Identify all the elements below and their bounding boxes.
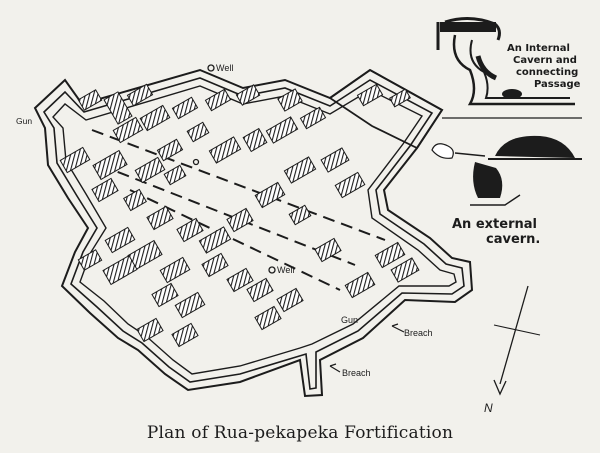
- hut-block: [102, 254, 138, 286]
- north-arrow-icon: [493, 285, 541, 396]
- hut-block: [299, 106, 327, 130]
- upper-right-redoubt: [328, 68, 444, 150]
- breach-lower-arrow: [329, 363, 341, 373]
- diagram-caption: Plan of Rua-pekapeka Fortification: [146, 423, 454, 443]
- wells: [192, 64, 276, 274]
- well-center-icon: [268, 266, 276, 274]
- hut-block: [171, 96, 199, 120]
- hut-block: [254, 181, 286, 209]
- well-top-label: Well: [216, 63, 233, 73]
- well-top-icon: [207, 64, 215, 72]
- hut-block: [186, 121, 210, 143]
- hut-block: [283, 156, 317, 184]
- hut-block: [208, 136, 242, 164]
- hut-block: [242, 127, 268, 153]
- hut-block: [389, 88, 411, 108]
- north-label: N: [484, 401, 493, 415]
- hut-block: [159, 256, 191, 284]
- hut-block: [123, 188, 147, 212]
- hut-block: [254, 305, 282, 331]
- palisade-walls: [33, 68, 474, 398]
- internal-cavern-inset: An Internal Cavern and connecting Passag…: [436, 17, 582, 119]
- hut-block: [344, 271, 376, 299]
- hut-block: [314, 237, 342, 263]
- breach-upper-label: Breach: [404, 328, 433, 338]
- hut-block: [171, 322, 199, 348]
- middle-palisade: [42, 77, 465, 390]
- hut-block: [174, 291, 206, 319]
- hut-block: [320, 147, 350, 173]
- hut-block: [146, 205, 174, 231]
- hut-block: [198, 226, 232, 254]
- hut-block: [356, 83, 384, 107]
- hatched-huts: [59, 83, 420, 348]
- hut-block: [390, 257, 420, 283]
- gun-right-label: Gun: [341, 315, 358, 325]
- well-center-label: Well: [277, 265, 294, 275]
- outer-palisade: [33, 68, 474, 398]
- internal-cavern-label: An Internal Cavern and connecting Passag…: [507, 43, 582, 90]
- hut-block: [104, 226, 136, 254]
- hut-block: [288, 204, 312, 226]
- hut-block: [139, 104, 171, 132]
- hut-block: [59, 146, 91, 174]
- hut-block: [126, 83, 154, 107]
- hut-block: [91, 177, 119, 203]
- well-small-icon: [192, 158, 200, 166]
- hut-block: [201, 252, 229, 278]
- hut-block: [112, 116, 144, 144]
- hut-block: [204, 88, 232, 112]
- hut-block: [134, 156, 166, 184]
- hut-block: [276, 287, 304, 313]
- external-cavern-label: An external cavern.: [452, 217, 542, 247]
- hut-block: [77, 249, 103, 271]
- external-cavern-inset: An external cavern.: [431, 135, 582, 247]
- hut-block: [103, 91, 133, 125]
- hut-block: [176, 217, 204, 243]
- hut-block: [156, 138, 184, 162]
- hut-block: [226, 207, 254, 233]
- passage-line: [91, 129, 386, 241]
- hut-block: [92, 149, 128, 181]
- hut-block: [136, 317, 164, 343]
- hut-block: [151, 282, 179, 308]
- hut-block: [334, 171, 366, 199]
- hut-block: [277, 88, 303, 112]
- hut-block: [374, 241, 406, 269]
- hut-block: [163, 164, 187, 186]
- inner-palisade: [52, 85, 457, 375]
- breach-upper-arrow: [391, 323, 405, 333]
- gun-left-label: Gun: [16, 116, 32, 126]
- breach-lower-label: Breach: [342, 368, 371, 378]
- hut-block: [77, 89, 103, 111]
- hut-block: [235, 84, 261, 106]
- hut-block: [265, 116, 299, 144]
- redoubt-outline: [328, 68, 444, 150]
- hut-block: [226, 267, 254, 293]
- hut-block: [246, 277, 274, 303]
